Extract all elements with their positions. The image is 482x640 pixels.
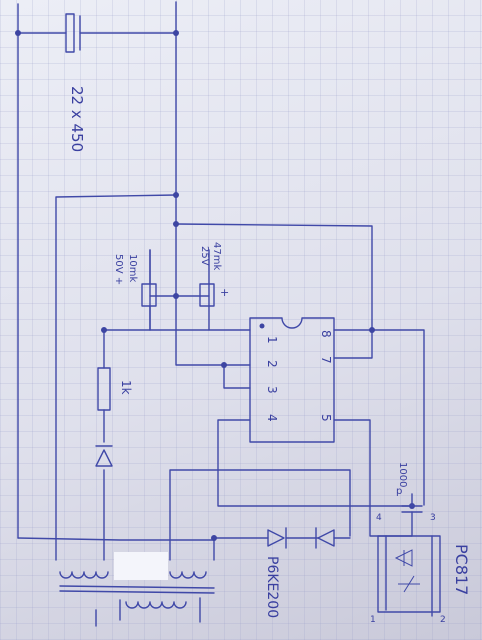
resistor: 1k bbox=[97, 367, 133, 411]
capacitor-47-label: 47mk bbox=[211, 242, 222, 270]
junctions bbox=[15, 30, 415, 541]
ic-body bbox=[249, 317, 335, 443]
optocoupler-led bbox=[394, 549, 413, 567]
ic-pin5-label: 5 bbox=[319, 414, 333, 422]
tvs-diode-symbol bbox=[267, 527, 287, 549]
wire-center-rail bbox=[175, 1, 251, 366]
diode-horizontal bbox=[315, 527, 335, 549]
ic-pin2-label: 2 bbox=[265, 360, 279, 368]
junction-dot bbox=[211, 535, 217, 541]
optocoupler-transistor bbox=[398, 575, 420, 593]
junction-dot bbox=[15, 30, 21, 36]
capacitor-10: 10mk 50V + bbox=[113, 249, 157, 331]
junction-dot bbox=[221, 362, 227, 368]
ic-pin7-label: 7 bbox=[319, 356, 333, 364]
junction-dot bbox=[173, 221, 179, 227]
capacitor-47-plus: + bbox=[220, 286, 229, 299]
wire-secondary bbox=[169, 469, 351, 561]
capacitor-main-label: 22 x 450 bbox=[68, 86, 86, 152]
capacitor-1000: 1000 p bbox=[396, 462, 423, 537]
paper-patch bbox=[114, 552, 168, 580]
capacitor-47: 47mk 25V + bbox=[199, 242, 229, 307]
capacitor-main: 22 x 450 bbox=[65, 13, 86, 152]
resistor-body bbox=[97, 367, 111, 411]
optocoupler-body bbox=[377, 535, 441, 613]
optocoupler: 4 3 1 2 PC817 bbox=[370, 513, 471, 625]
optocoupler-label: PC817 bbox=[452, 544, 471, 595]
diode-horizontal-symbol bbox=[315, 527, 335, 549]
wire-pin8 bbox=[333, 329, 425, 506]
tvs-diode: P6KE200 bbox=[264, 527, 287, 618]
junction-dot bbox=[369, 327, 375, 333]
junction-dot bbox=[173, 293, 179, 299]
diode-vertical-symbol bbox=[95, 445, 113, 467]
capacitor-10-label: 10mk bbox=[127, 254, 138, 282]
opto-pin2-label: 2 bbox=[440, 615, 446, 625]
capacitor-47-voltage: 25V bbox=[199, 246, 210, 266]
wires bbox=[17, 1, 433, 617]
capacitor-main-plate bbox=[65, 13, 75, 53]
capacitor-10-body bbox=[141, 283, 157, 307]
ic-pin8-label: 8 bbox=[319, 330, 333, 338]
resistor-label: 1k bbox=[119, 380, 133, 395]
tvs-diode-label: P6KE200 bbox=[264, 556, 280, 618]
transformer-primary-left bbox=[59, 571, 109, 579]
transformer bbox=[59, 571, 215, 627]
transformer-primary-right bbox=[169, 571, 207, 579]
transformer-sec-leads bbox=[119, 597, 201, 623]
ic-pin4-label: 4 bbox=[265, 414, 279, 422]
capacitor-1000-label: 1000 bbox=[397, 462, 408, 487]
ic-pin3-label: 3 bbox=[265, 386, 279, 394]
junction-dot bbox=[101, 327, 107, 333]
opto-pin3-label: 3 bbox=[430, 513, 436, 523]
junction-dot bbox=[173, 30, 179, 36]
wire-pin7 bbox=[333, 329, 373, 359]
transformer-core-1 bbox=[59, 585, 215, 589]
ic-pin1-label: 1 bbox=[265, 336, 279, 344]
diode-vertical bbox=[95, 445, 113, 467]
wire-pin3 bbox=[223, 364, 251, 389]
opto-pin1-label: 4 bbox=[376, 513, 382, 523]
capacitor-10-voltage: 50V + bbox=[113, 254, 124, 285]
ic-pin1-dot bbox=[259, 323, 265, 329]
capacitor-1000-unit: p bbox=[396, 486, 402, 497]
capacitor-47-body bbox=[199, 283, 215, 307]
wire-left-branch bbox=[55, 194, 177, 561]
wire-pin4 bbox=[217, 419, 413, 507]
transformer-core-2 bbox=[59, 590, 215, 594]
wire-right-branch bbox=[175, 223, 373, 331]
wire-bottom-rail bbox=[17, 537, 215, 561]
junction-dot bbox=[173, 192, 179, 198]
opto-pin4-label: 1 bbox=[370, 615, 376, 625]
ic-chip: 1 2 3 4 5 7 8 bbox=[249, 317, 335, 443]
transformer-secondary bbox=[125, 601, 187, 609]
